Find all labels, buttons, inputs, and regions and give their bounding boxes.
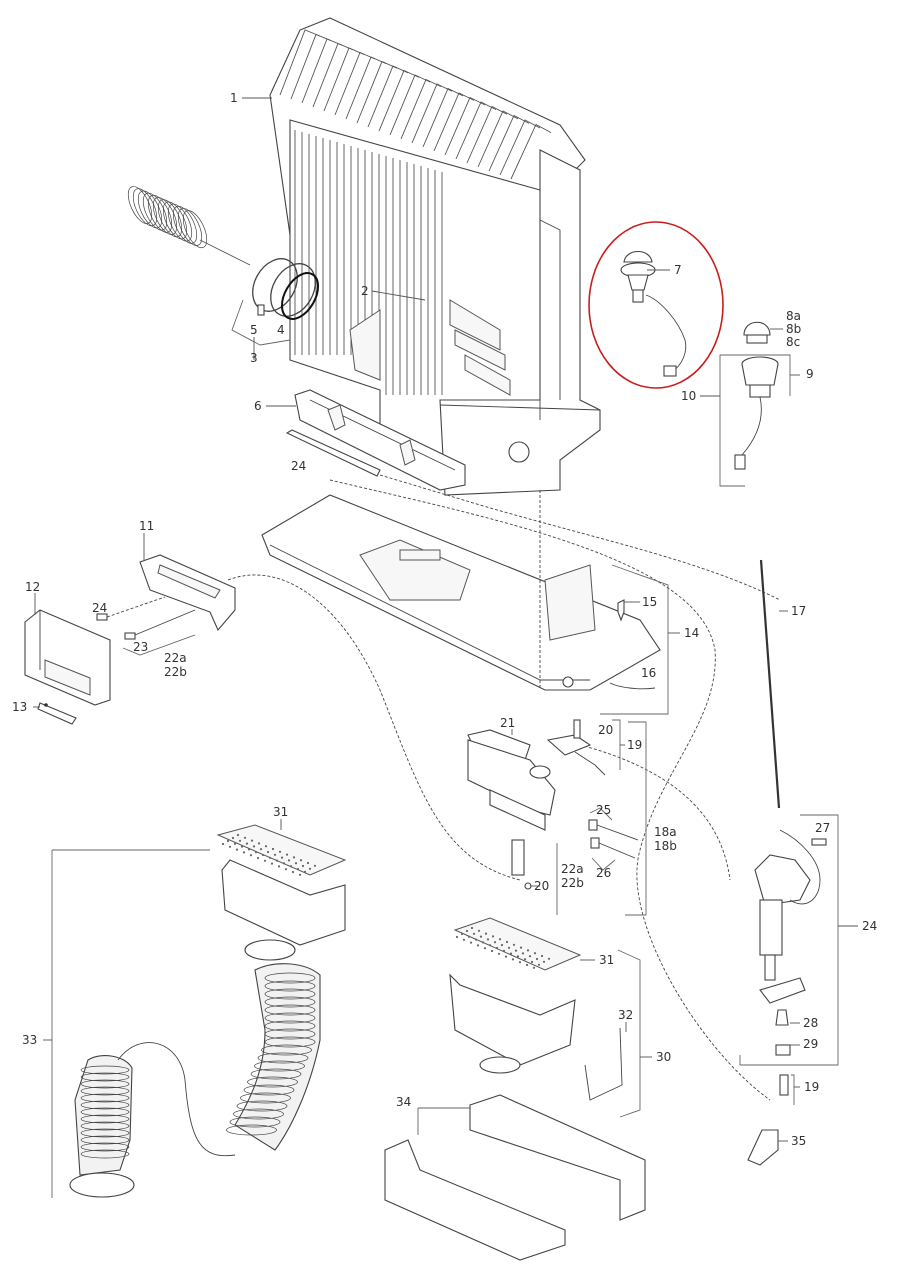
screw-15: [617, 599, 625, 622]
air-intake-spiral: [127, 186, 251, 266]
label-part-31-right: 31: [599, 953, 614, 967]
part-labels: 1 2 3 4 5 6 7 8a 8b 8c 9 10 11 12 13 14 …: [12, 91, 877, 1148]
label-part-22b-right: 22b: [561, 876, 584, 890]
leaders: [33, 97, 858, 1198]
label-part-22a-left: 22a: [164, 651, 187, 665]
label-part-19-upper: 19: [627, 738, 642, 752]
gas-valve-assembly: [754, 829, 821, 1004]
label-part-24-connector: 24: [92, 601, 107, 615]
wire-16: [609, 682, 656, 690]
label-part-2: 2: [361, 284, 369, 298]
highlighted-part-7: [588, 221, 724, 389]
housing-9: [734, 356, 779, 470]
bracket-32: [584, 1027, 623, 1101]
label-part-26: 26: [596, 866, 611, 880]
label-part-25: 25: [596, 803, 611, 817]
label-part-14: 14: [684, 626, 699, 640]
flexible-hose-33: [69, 963, 321, 1198]
label-part-4: 4: [277, 323, 285, 337]
control-box: [24, 609, 111, 706]
control-box-cover: [139, 554, 236, 632]
label-part-7: 7: [674, 263, 682, 277]
label-part-6: 6: [254, 399, 262, 413]
label-part-18a: 18a: [654, 825, 677, 839]
label-part-17: 17: [791, 604, 806, 618]
label-part-3: 3: [250, 351, 258, 365]
rod-17: [759, 559, 783, 809]
label-part-15: 15: [642, 595, 657, 609]
label-part-27: 27: [815, 821, 830, 835]
filter-box-left: [216, 824, 347, 961]
label-part-20-lower: 20: [534, 879, 549, 893]
label-part-9: 9: [806, 367, 814, 381]
gas-valve-19: [546, 719, 606, 776]
label-part-21: 21: [500, 716, 515, 730]
knob-8: [743, 321, 771, 344]
mounting-bracket: [294, 389, 466, 491]
tray-34: [384, 1094, 646, 1261]
filter-box-right: [449, 917, 582, 1074]
label-part-33: 33: [22, 1033, 37, 1047]
label-part-22a-right: 22a: [561, 862, 584, 876]
label-part-20-upper: 20: [598, 723, 613, 737]
thermocouple-rod: [285, 429, 781, 601]
screws-25-26: [588, 819, 639, 859]
heat-exchanger: [269, 17, 601, 496]
label-part-8a: 8a: [786, 309, 801, 323]
label-part-5: 5: [250, 323, 258, 337]
label-part-34: 34: [396, 1095, 411, 1109]
label-part-28: 28: [803, 1016, 818, 1030]
label-part-19-lower: 19: [804, 1080, 819, 1094]
label-part-8c: 8c: [786, 335, 800, 349]
burner-assembly: [467, 729, 556, 831]
pilot-burner: [511, 839, 532, 890]
label-part-35: 35: [791, 1134, 806, 1148]
clip-27: [811, 838, 827, 846]
label-part-1: 1: [230, 91, 238, 105]
label-part-12: 12: [25, 580, 40, 594]
fitting-28-29-35: [747, 1009, 791, 1166]
ignition-cable: [227, 479, 771, 1101]
label-part-23: 23: [133, 640, 148, 654]
label-part-24-rod: 24: [291, 459, 306, 473]
label-part-18b: 18b: [654, 839, 677, 853]
label-part-10: 10: [681, 389, 696, 403]
base-plate: [261, 490, 661, 691]
seal-ring-set: [252, 258, 320, 320]
label-part-13: 13: [12, 700, 27, 714]
label-part-8b: 8b: [786, 322, 801, 336]
label-part-11: 11: [139, 519, 154, 533]
label-part-22b-left: 22b: [164, 665, 187, 679]
label-part-16: 16: [641, 666, 656, 680]
label-part-31-left: 31: [273, 805, 288, 819]
key-13: [37, 702, 77, 725]
label-part-32: 32: [618, 1008, 633, 1022]
label-part-29: 29: [803, 1037, 818, 1051]
connector-24-23: [96, 596, 196, 640]
label-part-30: 30: [656, 1050, 671, 1064]
label-part-24-valve: 24: [862, 919, 877, 933]
